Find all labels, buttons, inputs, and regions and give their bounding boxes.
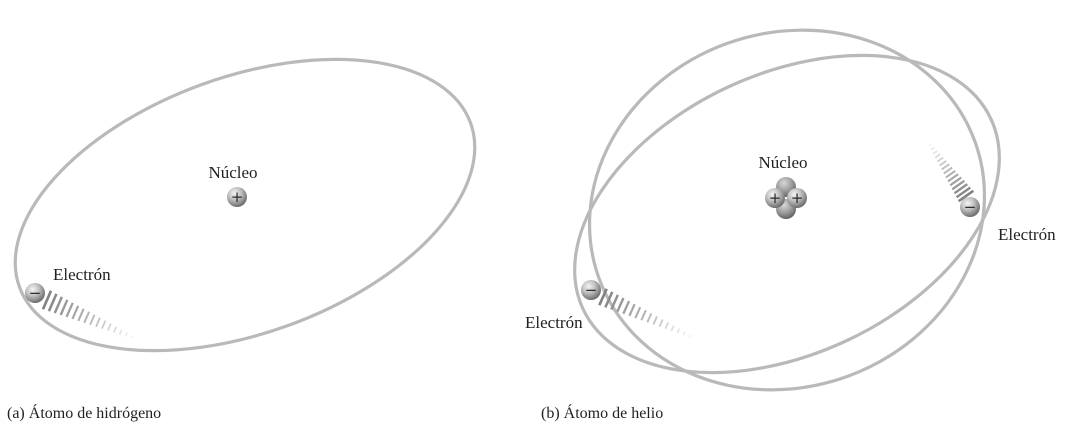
- motion-trail-stroke: [41, 290, 53, 310]
- motion-trail-stroke: [604, 291, 614, 308]
- panel-b-helium: + + Núcleo − Electrón − Electrón (b) Áto…: [525, 28, 1056, 422]
- motion-trail-stroke: [101, 320, 107, 329]
- caption-hydrogen: (a) Átomo de hidrógeno: [7, 403, 161, 422]
- motion-trail-stroke: [640, 309, 647, 321]
- electron-sign: −: [585, 281, 598, 299]
- hydrogen-electron-trail: [41, 290, 134, 339]
- motion-trail-stroke: [936, 156, 944, 163]
- motion-trail-stroke: [118, 329, 123, 335]
- helium-electron-trail-right: [928, 143, 975, 203]
- motion-trail-stroke: [89, 314, 96, 326]
- motion-trail-stroke: [634, 306, 642, 319]
- motion-trail-stroke: [938, 160, 947, 167]
- motion-trail-stroke: [616, 297, 625, 313]
- motion-trail-stroke: [951, 179, 965, 191]
- proton-particle: [787, 188, 807, 208]
- motion-trail-stroke: [646, 312, 653, 323]
- proton-particle: [765, 188, 785, 208]
- motion-trail-stroke: [107, 323, 112, 331]
- nucleus-label: Núcleo: [208, 163, 257, 182]
- helium-nucleus: + +: [765, 177, 807, 219]
- motion-trail-stroke: [928, 143, 932, 147]
- electron-sign: −: [29, 284, 42, 302]
- motion-trail-stroke: [610, 294, 619, 310]
- motion-trail-stroke: [949, 176, 962, 187]
- motion-trail-stroke: [77, 308, 85, 322]
- motion-trail-stroke: [932, 150, 938, 155]
- motion-trail-stroke: [628, 303, 636, 317]
- helium-electron-trail-left: [598, 288, 692, 338]
- motion-trail-stroke: [652, 315, 658, 325]
- motion-trail-stroke: [930, 146, 935, 151]
- motion-trail-stroke: [83, 311, 91, 324]
- motion-trail-stroke: [65, 302, 74, 318]
- motion-trail-stroke: [682, 331, 686, 336]
- helium-electron-left: −: [581, 280, 601, 300]
- motion-trail-stroke: [947, 173, 959, 183]
- proton-sign: +: [231, 188, 244, 206]
- electron-sign: −: [964, 198, 977, 216]
- motion-trail-stroke: [953, 183, 969, 195]
- motion-trail-stroke: [934, 153, 941, 159]
- motion-trail-stroke: [670, 325, 675, 332]
- motion-trail-stroke: [53, 296, 63, 314]
- motion-trail-stroke: [622, 300, 631, 315]
- motion-trail-stroke: [598, 288, 608, 306]
- panel-a-hydrogen: + Núcleo − Electrón (a) Átomo de hidróge…: [7, 57, 477, 422]
- motion-trail-stroke: [130, 335, 134, 339]
- motion-trail-stroke: [676, 328, 681, 334]
- electron-label-right: Electrón: [998, 225, 1056, 244]
- motion-trail-stroke: [943, 166, 953, 175]
- helium-orbit-2: [573, 53, 1001, 375]
- motion-trail-stroke: [95, 317, 101, 328]
- motion-trail-stroke: [47, 293, 58, 312]
- motion-trail-stroke: [59, 299, 69, 316]
- electron-label-left: Electrón: [525, 313, 583, 332]
- motion-trail-stroke: [658, 319, 664, 327]
- nucleus-label: Núcleo: [758, 153, 807, 172]
- caption-helium: (b) Átomo de helio: [541, 403, 663, 422]
- proton-particle: [227, 187, 247, 207]
- motion-trail-stroke: [112, 326, 118, 333]
- electron-particle: [581, 280, 601, 300]
- motion-trail-stroke: [688, 334, 692, 338]
- helium-orbit-1: [587, 28, 987, 392]
- proton-sign: +: [769, 189, 782, 207]
- electron-label: Electrón: [53, 265, 111, 284]
- motion-trail-stroke: [71, 305, 80, 320]
- hydrogen-orbit: [13, 57, 477, 353]
- hydrogen-electron: −: [25, 283, 45, 303]
- motion-trail-stroke: [941, 163, 950, 171]
- electron-particle: [960, 197, 980, 217]
- hydrogen-nucleus: +: [227, 187, 247, 207]
- motion-trail-stroke: [945, 169, 956, 179]
- motion-trail-stroke: [957, 189, 975, 203]
- motion-trail-stroke: [955, 186, 972, 199]
- helium-electron-right: −: [960, 197, 980, 217]
- proton-sign: +: [791, 189, 804, 207]
- motion-trail-stroke: [664, 322, 669, 330]
- electron-particle: [25, 283, 45, 303]
- motion-trail-stroke: [124, 332, 128, 337]
